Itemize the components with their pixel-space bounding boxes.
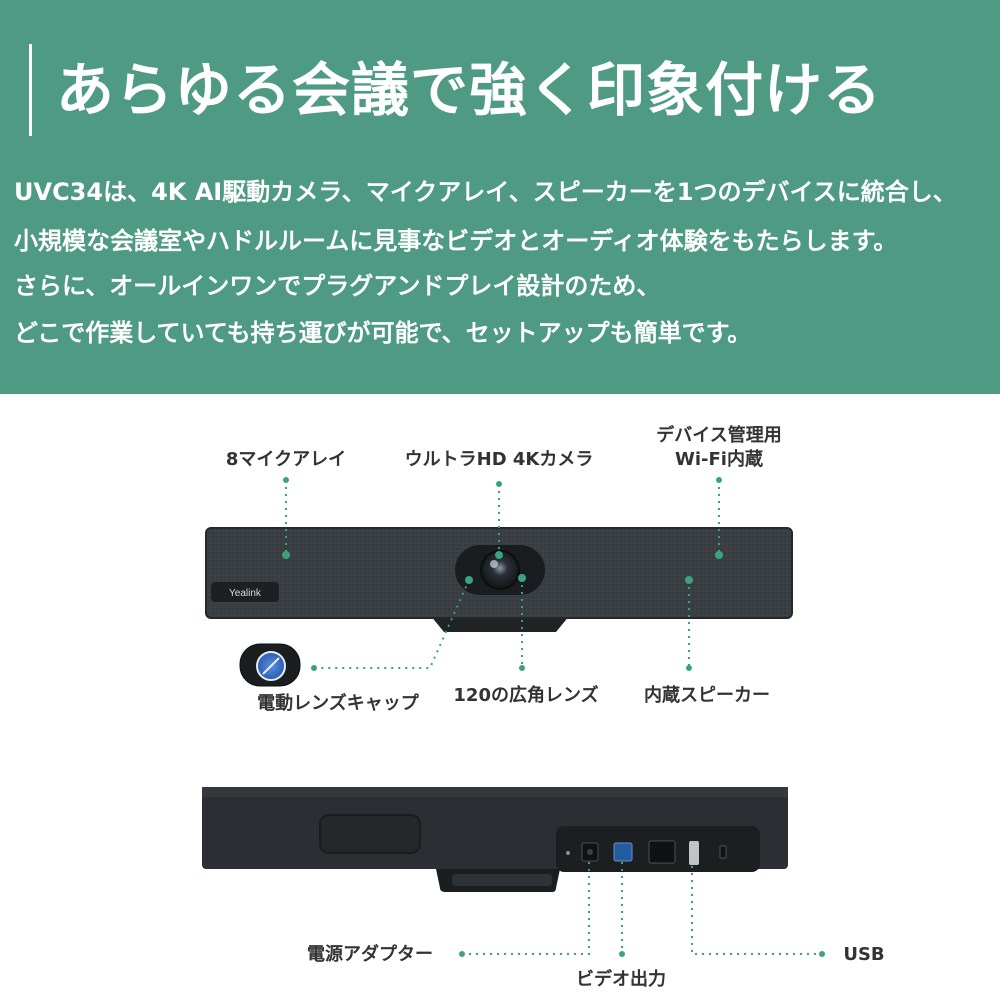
lens-cap-inset: [239, 643, 301, 687]
description-line-2: 小規模な会議室やハドルルームに見事なビデオとオーディオ体験をもたらします。: [14, 227, 898, 255]
dot-speaker-end: [686, 665, 692, 671]
line-usb: [691, 866, 822, 955]
lens-highlight: [490, 560, 498, 568]
device-front: Yealink: [205, 527, 793, 632]
line-power: [462, 862, 590, 955]
dot-video-out-end: [619, 951, 625, 957]
dot-lens-cap: [465, 576, 473, 584]
label-wifi-line2: Wi-Fi内蔵: [675, 449, 763, 470]
description-line-3: さらに、オールインワンでプラグアンドプレイ設計のため、: [14, 272, 661, 300]
label-wifi-line1: デバイス管理用: [656, 425, 782, 446]
product-illustration: Yealink: [202, 477, 825, 957]
dot-mic-array: [282, 551, 290, 559]
callout-lines: [285, 480, 822, 955]
lens-cap-slash: [262, 657, 280, 675]
callout-dots: [282, 477, 825, 957]
dot-usb-end: [819, 951, 825, 957]
device-rear: [202, 787, 788, 892]
rear-recess: [319, 814, 421, 854]
label-speaker: 内蔵スピーカー: [644, 685, 770, 706]
ethernet-port: [648, 840, 676, 864]
dot-wifi: [715, 551, 723, 559]
rear-stand-hinge: [452, 874, 552, 886]
label-power: 電源アダプター: [307, 944, 433, 965]
label-wide-lens: 120の広角レンズ: [453, 685, 599, 706]
reset-hole: [566, 851, 570, 855]
dot-wide-lens: [518, 574, 526, 582]
page-title: あらゆる会議で強く印象付ける: [56, 56, 883, 124]
label-usb: USB: [843, 944, 885, 965]
camera-lens: [480, 550, 520, 590]
dot-camera: [495, 551, 503, 559]
dot-wide-lens-end: [519, 665, 525, 671]
label-mic-array: 8マイクアレイ: [225, 449, 347, 470]
dot-wifi-top: [716, 477, 722, 483]
dot-speaker: [685, 576, 693, 584]
front-stand: [430, 615, 570, 632]
dot-power-end: [459, 951, 465, 957]
label-camera: ウルトラHD 4Kカメラ: [404, 449, 594, 470]
rear-top-edge: [202, 787, 788, 797]
dot-lens-cap-end: [311, 665, 317, 671]
security-lock-slot: [719, 845, 727, 859]
usb-c-port: [689, 841, 699, 865]
header-banner: あらゆる会議で強く印象付ける UVC34は、4K AI駆動カメラ、マイクアレイ、…: [0, 0, 1000, 394]
label-video-out: ビデオ出力: [576, 969, 666, 990]
label-lens-cap: 電動レンズキャップ: [257, 693, 419, 714]
description-line-1: UVC34は、4K AI駆動カメラ、マイクアレイ、スピーカーを1つのデバイスに統…: [14, 178, 957, 206]
dot-mic-array-top: [283, 477, 289, 483]
dc-power-pin: [587, 849, 593, 855]
brand-logo-text: Yealink: [229, 588, 262, 599]
dot-camera-top: [496, 481, 502, 487]
hdmi-video-port: [613, 842, 633, 862]
description-line-4: どこで作業していても持ち運びが可能で、セットアップも簡単です。: [14, 319, 752, 347]
title-accent-bar: [29, 44, 32, 136]
brand-plate: [211, 582, 279, 602]
